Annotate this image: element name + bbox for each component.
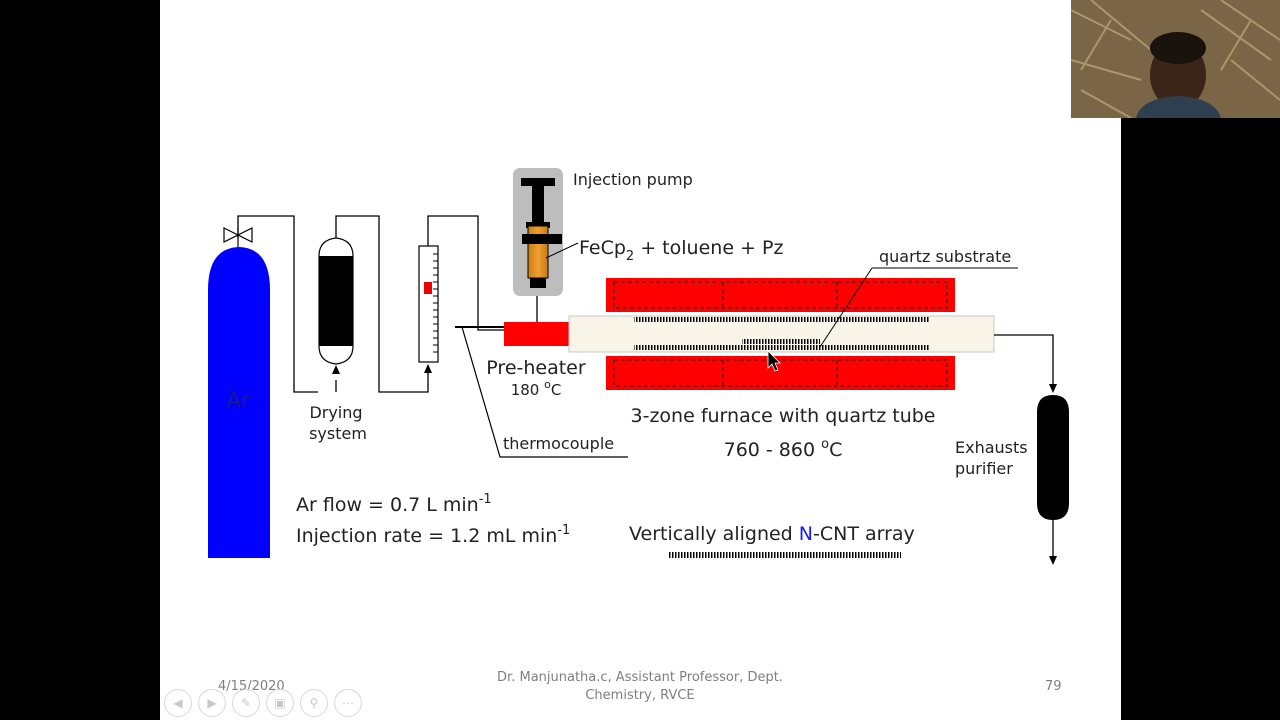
quartz-substrate [742, 339, 820, 344]
injection-pump-label: Injection pump [573, 170, 693, 189]
exhaust-purifier [1037, 395, 1069, 520]
cnt-deposit-bottom [634, 345, 930, 350]
thermocouple-wire [461, 326, 628, 458]
slide: Ar Drying system Injection pump FeCp2 + … [160, 0, 1121, 720]
more-options-icon[interactable]: ⋯ [334, 689, 362, 717]
reagent-label: FeCp2 + toluene + Pz [579, 237, 783, 264]
substrate-label: quartz substrate [879, 247, 1011, 266]
footer-page-number: 79 [1045, 679, 1062, 694]
cvd-setup-diagram: Ar Drying system Injection pump FeCp2 + … [208, 168, 1069, 565]
presenter-webcam [1071, 0, 1280, 118]
ar-cylinder [208, 247, 270, 558]
injection-pump [513, 168, 579, 296]
drying-column [318, 237, 354, 365]
footer-date: 4/15/2020 [218, 679, 285, 694]
gas-lines [237, 215, 538, 393]
preheater-temp: 180 oC [511, 378, 562, 399]
drying-label-line2: system [309, 424, 367, 443]
valve-icon [223, 227, 253, 250]
preheater-label: Pre-heater [486, 357, 586, 379]
slides-overview-icon[interactable]: ▣ [266, 689, 294, 717]
zoom-icon[interactable]: ⚲ [300, 689, 328, 717]
footer-author-line1: Dr. Manjunatha.c, Assistant Professor, D… [497, 670, 783, 685]
footer-author-line2: Chemistry, RVCE [585, 688, 695, 703]
mouse-cursor-icon [767, 350, 781, 372]
ar-label: Ar [227, 388, 250, 412]
cnt-deposit-top [634, 317, 930, 322]
exhaust-arrow-in [1049, 384, 1057, 393]
previous-slide-icon[interactable]: ◀ [164, 689, 192, 717]
drying-label-line1: Drying [309, 403, 362, 422]
next-slide-icon[interactable]: ▶ [198, 689, 226, 717]
flowmeter [418, 245, 439, 363]
presenter-video-image [1071, 0, 1280, 118]
furnace-temp: 760 - 860 oC [724, 437, 843, 461]
cnt-array-symbol [668, 552, 901, 558]
thermocouple-label: thermocouple [503, 434, 614, 453]
cnt-array-label: Vertically aligned N-CNT array [629, 523, 915, 545]
flow-arrows [332, 364, 432, 374]
substrate-pointer [819, 267, 873, 348]
furnace-label: 3-zone furnace with quartz tube [631, 405, 936, 427]
exhaust-label-line1: Exhausts [955, 438, 1028, 457]
pen-icon[interactable]: ✎ [232, 689, 260, 717]
slideshow-controls: ◀ ▶ ✎ ▣ ⚲ ⋯ [164, 689, 362, 717]
footer-author: Dr. Manjunatha.c, Assistant Professor, D… [480, 669, 800, 705]
injection-rate-label: Injection rate = 1.2 mL min-1 [296, 523, 570, 547]
exhaust-label-line2: purifier [955, 459, 1013, 478]
exhaust-line [994, 334, 1054, 385]
furnace [606, 278, 955, 390]
exhaust-arrow-out [1049, 556, 1057, 565]
preheater [504, 322, 569, 346]
ar-flow-label: Ar flow = 0.7 L min-1 [296, 492, 492, 516]
